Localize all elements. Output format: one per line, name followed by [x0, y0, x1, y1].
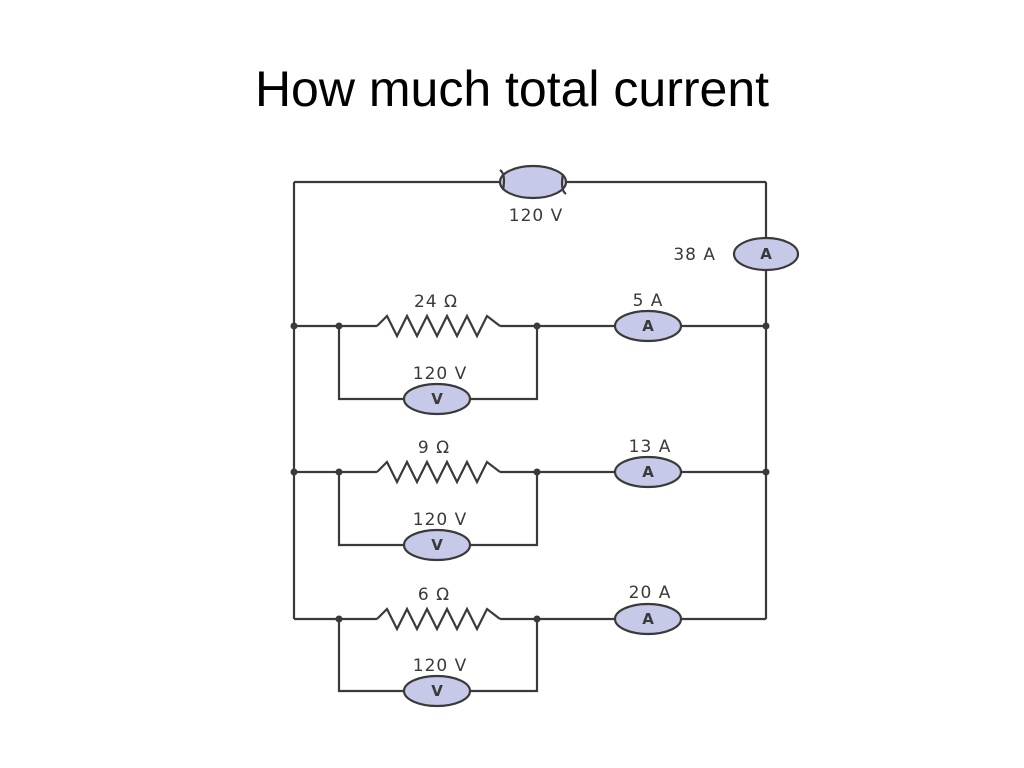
- branch-3-voltmeter-icon: V: [402, 674, 472, 708]
- branch-3-voltmeter-loop: [337, 619, 539, 693]
- svg-text:A: A: [642, 317, 654, 335]
- svg-text:V: V: [431, 682, 443, 700]
- branch-1: A V 24 Ω 5 A 120 V: [290, 291, 770, 416]
- branch-1-voltage-label: 120 V: [413, 364, 467, 384]
- resistor-6-icon: [376, 606, 501, 632]
- total-current-label: 38 A: [673, 245, 716, 265]
- resistor-9-icon: [376, 459, 501, 485]
- branch-2-voltage-label: 120 V: [413, 510, 467, 530]
- branch-3-resistance-label: 6 Ω: [418, 585, 450, 605]
- svg-text:A: A: [642, 610, 654, 628]
- branch-2-current-label: 13 A: [629, 437, 672, 457]
- ac-source-icon: [498, 164, 568, 200]
- svg-text:V: V: [431, 390, 443, 408]
- branch-1-ammeter-icon: A: [613, 309, 683, 343]
- branch-2-ammeter-icon: A: [613, 455, 683, 489]
- branch-1-voltmeter-icon: V: [402, 382, 472, 416]
- branch-3: A V 6 Ω 20 A 120 V: [294, 583, 766, 708]
- total-ammeter-icon: A: [732, 236, 800, 272]
- branch-1-resistance-label: 24 Ω: [414, 292, 458, 312]
- branch-2-voltmeter-loop: [337, 472, 539, 547]
- branch-3-current-label: 20 A: [629, 583, 672, 603]
- svg-text:V: V: [431, 536, 443, 554]
- branch-3-voltage-label: 120 V: [413, 656, 467, 676]
- source-voltage-label: 120 V: [509, 206, 563, 226]
- branch-2-voltmeter-icon: V: [402, 528, 472, 562]
- total-ammeter-letter: A: [760, 245, 772, 263]
- resistor-24-icon: [376, 313, 501, 339]
- branch-1-current-label: 5 A: [633, 291, 664, 311]
- branch-1-voltmeter-loop: [337, 326, 539, 401]
- svg-text:A: A: [642, 463, 654, 481]
- branch-2: A V 9 Ω 13 A 120 V: [290, 437, 770, 562]
- slide-title: How much total current: [254, 61, 770, 117]
- branch-3-ammeter-icon: A: [613, 602, 683, 636]
- branch-2-resistance-label: 9 Ω: [418, 438, 450, 458]
